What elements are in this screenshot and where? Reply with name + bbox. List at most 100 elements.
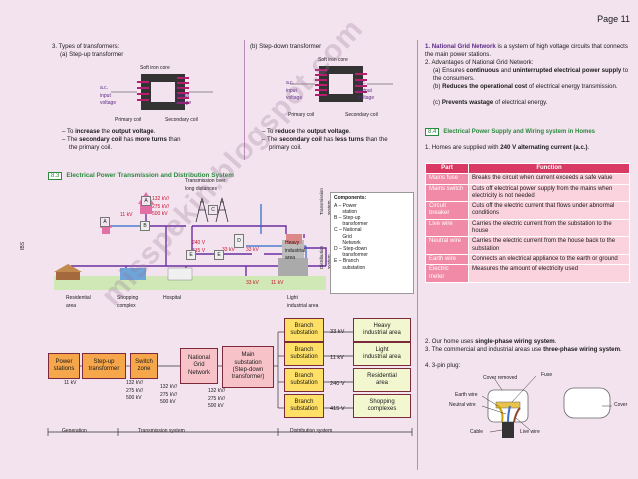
function-cell: Carries the electric current from the ho… [468, 236, 630, 255]
transmission-over-label: Transmission over long distances [185, 178, 226, 192]
residential-area-box: Residential area [353, 368, 411, 392]
item3a-heading: (a) Step-up transformer [60, 51, 124, 58]
col-header-part: Part [425, 162, 469, 175]
step-up-note-2b: the primary coil. [69, 144, 113, 151]
hospital-label: Hospital [163, 295, 182, 301]
voltage-11-label: 11 kV [120, 212, 133, 218]
shopping-complexes-box: Shopping complexes [353, 394, 411, 418]
item3-heading: 3. Types of transformers: [52, 43, 120, 50]
voltage-11-label-b: 11 kV [271, 280, 284, 286]
fuse-label: Fuse [541, 372, 553, 378]
marker-e-1: E [186, 250, 196, 260]
part-cell: Earth wire [425, 253, 469, 266]
branch-substation-box-2: Branch substation [284, 342, 324, 366]
branch-substation-box-3: Branch substation [284, 368, 324, 392]
light-industrial-box: Light industrial area [353, 342, 411, 366]
part-cell: Mains switch [425, 183, 469, 203]
step-down-note-2: – The secondary coil has less turns than… [262, 136, 388, 143]
components-list: A – Power station B – Step-up transforme… [334, 202, 368, 271]
marker-a-1: A [141, 196, 151, 206]
advantage-c: (c) Prevents wastage of electrical energ… [433, 99, 548, 106]
branch-substation-box-1: Branch substation [284, 318, 324, 342]
homes-supplied-para: 1. Homes are supplied with 240 V alterna… [425, 144, 590, 151]
voltage-132-label: 132 kV/ 275 kV/ 500 kV [152, 196, 169, 218]
marker-b: B [140, 221, 150, 231]
residential-label: Residential area [66, 295, 91, 309]
plug-heading: 4. 3-pin plug: [425, 362, 461, 369]
function-cell: Measures the amount of electricity used [468, 264, 630, 283]
function-cell: Cuts off the electric current that flows… [468, 201, 630, 220]
voltage-33-label-a: 33 kV [222, 247, 235, 253]
part-cell: Circuit breaker [425, 201, 469, 220]
section-number: 8.3 [48, 172, 63, 180]
item3b-heading: (b) Step-down transformer [250, 43, 322, 50]
step-up-note-2: – The secondary coil has more turns than [62, 136, 181, 143]
national-grid-box: National Grid Network [180, 348, 218, 384]
marker-c: C [208, 205, 218, 215]
part-cell: Live wire [425, 218, 469, 238]
three-pin-plug-figure [432, 372, 632, 442]
main-substation-box: Main substation (Step-down transformer) [222, 346, 274, 388]
marker-a-2: A [100, 217, 110, 227]
components-title: Components: [334, 195, 367, 201]
ac-input-label: a.c. input voltage [100, 85, 117, 107]
cover-label: Cover [614, 402, 628, 408]
cover-removed-label: Cover removed [483, 375, 518, 381]
voltage-240-label: 240 V 415 V [192, 240, 206, 254]
flow-11kv-label: 11 kV [64, 380, 77, 386]
part-cell: Neutral wire [425, 236, 469, 255]
out-voltage-2: 11 kV [330, 355, 344, 361]
distribution-system-label: Distribution system [290, 428, 333, 434]
step-up-transformer-figure [101, 74, 221, 129]
soft-iron-label: Soft iron core [140, 65, 170, 71]
out-voltage-1: 33 kV [330, 329, 345, 335]
step-up-transformer-box: Step-up transformer [82, 353, 126, 379]
switch-zone-box: Switch zone [130, 353, 158, 379]
flow-132kv-label-2: 132 kV/ 275 kV/ 500 kV [160, 384, 177, 406]
out-voltage-3: 240 V [330, 381, 345, 387]
ac-input-label-2: a.c. input voltage [286, 80, 303, 102]
page-number: Page 11 [597, 14, 630, 24]
marker-e-2: E [214, 250, 224, 260]
section-number-84: 8.4 [425, 128, 440, 136]
national-grid-para: 1. National Grid Network is a system of … [425, 43, 628, 58]
earth-wire-label: Earth wire [455, 392, 478, 398]
function-cell: Carries the electric current from the su… [468, 218, 630, 238]
secondary-coil-label: Secondary coil [165, 117, 198, 123]
section-84-title: Electrical Power Supply and Wiring syste… [443, 129, 595, 135]
column-divider [417, 40, 418, 470]
voltage-33-label-c: 33 kV [246, 280, 259, 286]
out-voltage-4: 415 V [330, 406, 345, 412]
live-wire-label: Live wire [520, 429, 540, 435]
three-phase-para: 3. The commercial and industrial areas u… [425, 346, 622, 353]
voltage-33-label-b: 33 kV [246, 247, 259, 253]
transmission-network-diagram [46, 176, 414, 308]
components-legend: Components: A – Power station B – Step-u… [330, 192, 414, 294]
power-stations-box: Power stations [48, 353, 80, 379]
step-down-note-1: – To reduce the output voltage. [262, 128, 351, 135]
heavy-industrial-label: Heavy industrial area [285, 240, 306, 262]
section-title: Electrical Power Transmission and Distri… [66, 172, 234, 179]
part-cell: Mains fuse [425, 173, 469, 185]
step-down-note-2b: primary coil. [269, 144, 302, 151]
column-divider [244, 40, 245, 160]
flow-132kv-label-1: 132 kV/ 275 kV/ 500 kV [126, 380, 143, 402]
header-bar [0, 0, 638, 31]
table-header-row: Part Function [425, 162, 630, 175]
part-cell: Electric meter [425, 264, 469, 283]
neutral-wire-label: Neutral wire [449, 402, 476, 408]
primary-coil-label: Primary coil [115, 117, 142, 123]
function-cell: Cuts off electrical power supply from th… [468, 183, 630, 203]
function-cell: Breaks the circuit when current exceeds … [468, 173, 630, 185]
ac-output-label-2: a.c. output voltage [358, 80, 375, 102]
generation-label: Generation [62, 428, 87, 434]
advantage-a: (a) Ensures continuous and uninterrupted… [433, 67, 629, 82]
primary-coil-label-2: Primary coil [288, 112, 315, 118]
